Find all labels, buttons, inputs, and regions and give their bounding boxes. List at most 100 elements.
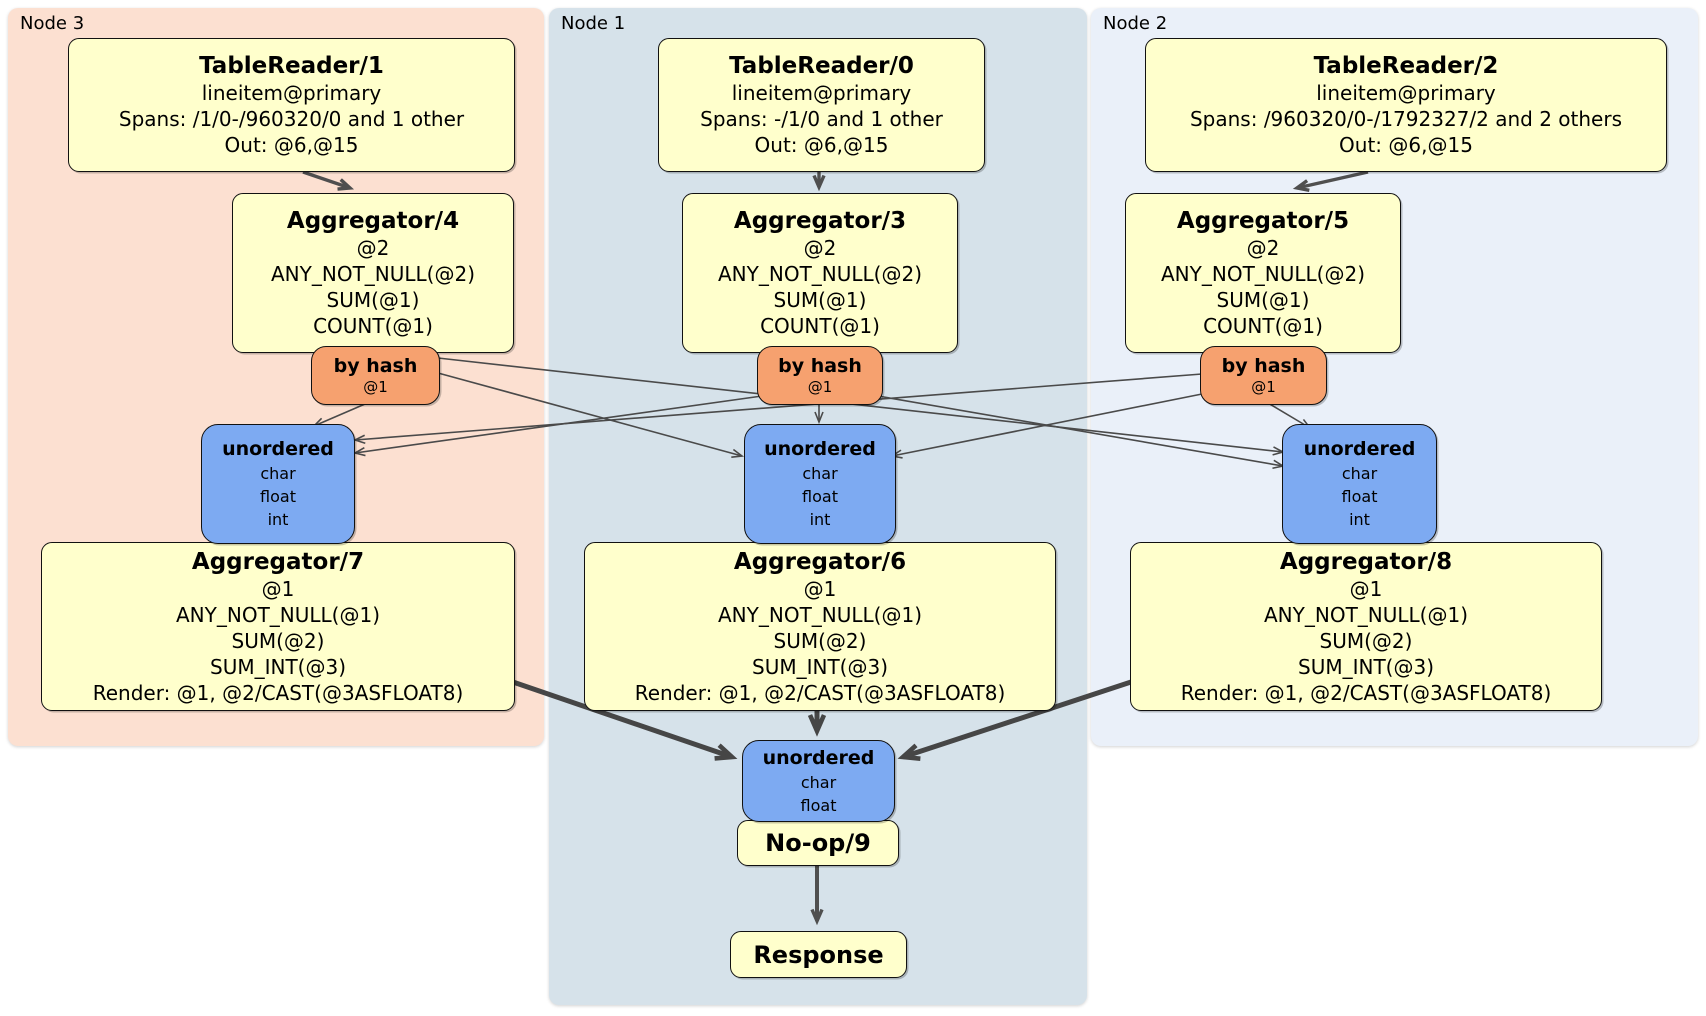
box-line: COUNT(@1) <box>313 314 433 338</box>
tablereader-2-box: TableReader/2 lineitem@primary Spans: /9… <box>1145 38 1667 172</box>
box-title: Aggregator/3 <box>733 208 907 234</box>
box-line: @2 <box>803 236 837 260</box>
box-title: No-op/9 <box>765 829 871 857</box>
box-title: TableReader/1 <box>199 53 384 79</box>
sync-column: float <box>260 487 296 506</box>
box-line: Spans: /960320/0-/1792327/2 and 2 others <box>1189 107 1622 131</box>
sync-column: char <box>800 772 837 792</box>
box-line: SUM(@1) <box>326 288 420 312</box>
box-line: @1 <box>261 576 295 601</box>
box-line: SUM(@1) <box>773 288 867 312</box>
aggregator-8-box: Aggregator/8 @1 ANY_NOT_NULL(@1) SUM(@2)… <box>1130 542 1602 711</box>
box-line: ANY_NOT_NULL(@2) <box>1161 262 1365 286</box>
box-line: Out: @6,@15 <box>224 133 359 157</box>
box-line: Out: @6,@15 <box>1339 133 1473 157</box>
sync-column: int <box>1349 510 1370 529</box>
box-line: @2 <box>356 236 390 260</box>
sync-title: unordered <box>762 746 875 769</box>
unordered-sync-final: unordered char float <box>742 740 895 822</box>
box-line: @1 <box>1349 576 1383 601</box>
box-line: SUM(@2) <box>773 628 867 653</box>
router-key: @1 <box>1251 377 1276 396</box>
box-line: SUM(@1) <box>1216 288 1310 312</box>
box-title: TableReader/0 <box>729 53 914 79</box>
sync-column: int <box>267 510 289 529</box>
hash-router-node2: by hash @1 <box>1200 346 1327 405</box>
box-line: ANY_NOT_NULL(@1) <box>718 602 922 627</box>
box-line: COUNT(@1) <box>1203 314 1323 338</box>
box-line: @2 <box>1246 236 1280 260</box>
box-line: Render: @1, @2/CAST(@3ASFLOAT8) <box>92 680 464 705</box>
node2-label: Node 2 <box>1103 13 1168 34</box>
box-line: lineitem@primary <box>731 81 912 105</box>
router-key: @1 <box>807 377 833 396</box>
noop-9-box: No-op/9 <box>737 820 899 866</box>
edge-agg7-final <box>512 679 732 757</box>
router-key: @1 <box>363 377 388 396</box>
box-title: Aggregator/7 <box>191 548 365 575</box>
box-title: TableReader/2 <box>1313 53 1499 79</box>
box-title: Aggregator/6 <box>733 548 907 575</box>
edge-r2-s3 <box>352 373 1203 444</box>
box-line: lineitem@primary <box>1316 81 1496 105</box>
box-line: Out: @6,@15 <box>754 133 889 157</box>
aggregator-4-box: Aggregator/4 @2 ANY_NOT_NULL(@2) SUM(@1)… <box>232 193 514 353</box>
router-title: by hash <box>333 354 418 377</box>
unordered-sync-node3: unordered char float int <box>201 424 355 544</box>
box-title: Aggregator/4 <box>286 208 460 234</box>
edge-r2-s1 <box>889 392 1208 459</box>
box-title: Response <box>753 940 884 969</box>
sync-title: unordered <box>222 438 334 460</box>
sync-column: float <box>802 487 838 506</box>
box-line: ANY_NOT_NULL(@1) <box>1264 602 1468 627</box>
edge-r3-s1 <box>437 372 745 459</box>
aggregator-6-box: Aggregator/6 @1 ANY_NOT_NULL(@1) SUM(@2)… <box>584 542 1056 711</box>
box-title: Aggregator/8 <box>1279 548 1453 575</box>
edge-r3-s3 <box>312 400 373 427</box>
box-line: ANY_NOT_NULL(@2) <box>718 262 922 286</box>
edge-tr2-agg5 <box>1297 170 1369 188</box>
sync-column: int <box>809 510 831 529</box>
sync-column: char <box>260 464 296 483</box>
box-line: Spans: /1/0-/960320/0 and 1 other <box>118 107 465 131</box>
hash-router-node1: by hash @1 <box>757 346 883 405</box>
edge-r2-s2 <box>1267 402 1312 430</box>
edge-agg8-final <box>903 679 1132 757</box>
box-line: Render: @1, @2/CAST(@3ASFLOAT8) <box>634 680 1006 705</box>
node3-label: Node 3 <box>20 13 85 34</box>
unordered-sync-node2: unordered char float int <box>1282 424 1437 544</box>
edge-r1-s2 <box>877 395 1286 470</box>
box-line: @1 <box>803 576 837 601</box>
aggregator-7-box: Aggregator/7 @1 ANY_NOT_NULL(@1) SUM(@2)… <box>41 542 515 711</box>
box-line: ANY_NOT_NULL(@1) <box>176 602 380 627</box>
tablereader-0-box: TableReader/0 lineitem@primary Spans: -/… <box>658 38 985 172</box>
router-title: by hash <box>1221 354 1306 377</box>
sync-title: unordered <box>764 438 876 460</box>
box-line: Render: @1, @2/CAST(@3ASFLOAT8) <box>1180 680 1552 705</box>
unordered-sync-node1: unordered char float int <box>744 424 896 544</box>
sync-column: char <box>802 464 838 483</box>
tablereader-1-box: TableReader/1 lineitem@primary Spans: /1… <box>68 38 515 172</box>
box-line: SUM_INT(@3) <box>752 654 888 679</box>
aggregator-3-box: Aggregator/3 @2 ANY_NOT_NULL(@2) SUM(@1)… <box>682 193 958 353</box>
edge-r3-s2 <box>437 357 1286 456</box>
box-line: SUM(@2) <box>231 628 325 653</box>
sync-column: char <box>1341 464 1378 483</box>
aggregator-5-box: Aggregator/5 @2 ANY_NOT_NULL(@2) SUM(@1)… <box>1125 193 1401 353</box>
box-line: SUM_INT(@3) <box>210 654 346 679</box>
sync-column: float <box>1341 487 1378 506</box>
box-line: COUNT(@1) <box>760 314 880 338</box>
box-line: ANY_NOT_NULL(@2) <box>271 262 475 286</box>
box-line: lineitem@primary <box>201 81 382 105</box>
box-line: SUM(@2) <box>1319 628 1413 653</box>
node1-label: Node 1 <box>561 13 626 34</box>
sync-column: float <box>800 795 837 815</box>
router-title: by hash <box>778 354 862 377</box>
box-line: Spans: -/1/0 and 1 other <box>700 107 943 131</box>
box-line: SUM_INT(@3) <box>1298 654 1434 679</box>
response-box: Response <box>730 931 907 978</box>
sync-title: unordered <box>1303 438 1416 460</box>
edge-tr1-agg4 <box>302 170 350 188</box>
